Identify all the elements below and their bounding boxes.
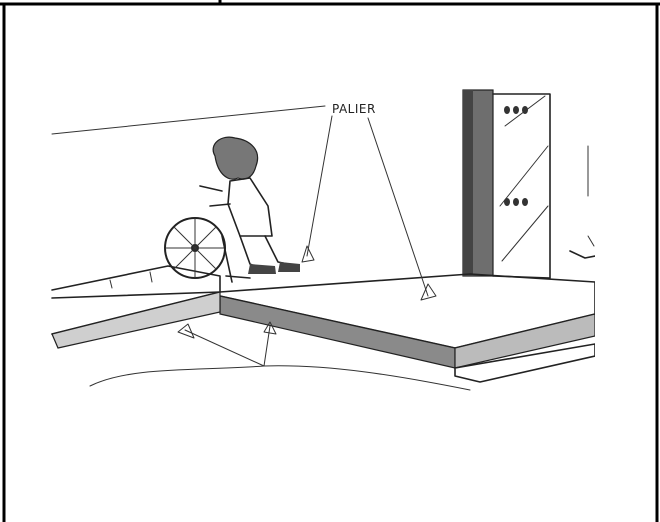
wall-line <box>52 106 325 134</box>
landing-label: PALIER <box>332 102 376 116</box>
wheelchair-user-icon <box>165 137 300 282</box>
glass-door-icon <box>493 94 595 278</box>
ramp-illustration <box>50 86 595 398</box>
pillar <box>463 90 493 276</box>
